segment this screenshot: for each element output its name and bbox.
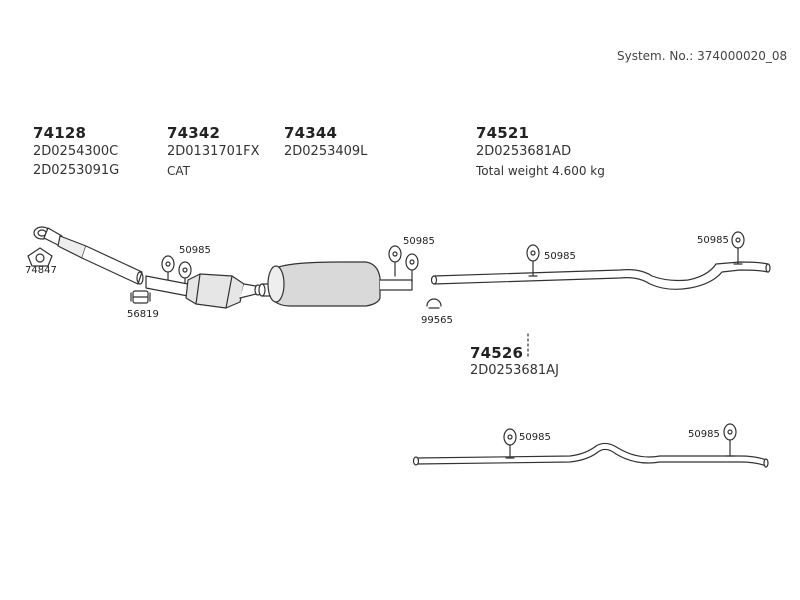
rubber-hanger-icon — [731, 231, 745, 265]
gasket-icon — [27, 247, 53, 267]
part-code: 2D0253681AJ — [470, 363, 559, 378]
catalytic-converter-icon — [145, 273, 262, 309]
rubber-hanger-icon — [388, 245, 419, 283]
callout-ring: 99565 — [421, 315, 453, 326]
clamp-icon — [130, 290, 151, 304]
callout-hanger: 50985 — [688, 429, 720, 440]
rubber-hanger-icon — [526, 244, 540, 277]
rubber-hanger-icon — [723, 423, 737, 457]
rear-pipe-icon — [430, 261, 771, 290]
part-code: 2D0131701FX — [167, 144, 260, 159]
part-number-74521: 74521 — [476, 124, 530, 142]
callout-hanger: 50985 — [179, 245, 211, 256]
callout-hanger: 50985 — [519, 432, 551, 443]
rubber-hanger-icon — [503, 428, 517, 459]
part-number-74344: 74344 — [284, 124, 338, 142]
part-weight: Total weight 4.600 kg — [476, 164, 605, 178]
part-note: CAT — [167, 164, 190, 178]
part-code: 2D0253091G — [33, 163, 120, 178]
part-number-74526: 74526 — [470, 344, 524, 362]
gasket-ring-icon — [426, 298, 442, 309]
part-code: 2D0253409L — [284, 144, 368, 159]
callout-hanger: 50985 — [697, 235, 729, 246]
part-code: 2D0254300C — [33, 144, 119, 159]
callout-gasket: 74847 — [25, 265, 57, 276]
callout-hanger: 50985 — [544, 251, 576, 262]
callout-hanger: 50985 — [403, 236, 435, 247]
part-number-74342: 74342 — [167, 124, 221, 142]
front-pipe-icon — [33, 226, 144, 285]
system-number: System. No.: 374000020_08 — [617, 49, 788, 63]
callout-clamp: 56819 — [127, 309, 159, 320]
alt-rear-pipe-icon — [412, 442, 769, 468]
silencer-icon — [258, 261, 413, 307]
rubber-hanger-icon — [161, 255, 192, 291]
part-number-74128: 74128 — [33, 124, 87, 142]
part-code: 2D0253681AD — [476, 144, 572, 159]
